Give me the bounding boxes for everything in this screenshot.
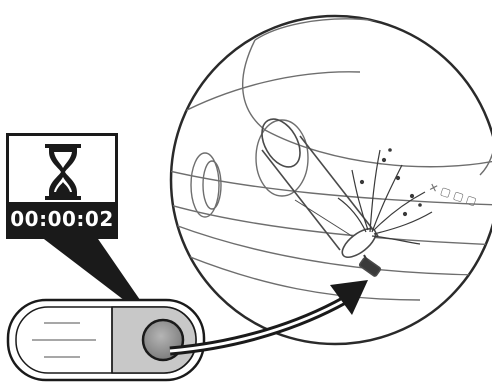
hourglass-icon xyxy=(43,144,83,200)
timer-display: 00:00:02 xyxy=(9,202,115,236)
button-panel xyxy=(8,300,204,380)
magnified-detail-view: ✕ ▢ ▢ ▢ xyxy=(165,16,492,344)
timer-box: 00:00:02 xyxy=(6,133,118,239)
